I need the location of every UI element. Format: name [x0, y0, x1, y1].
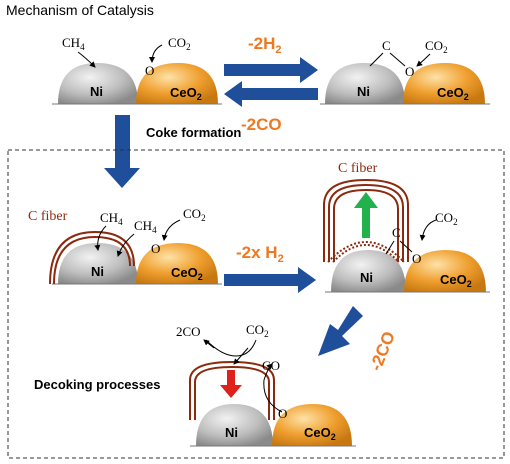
svg-text:CH4: CH4: [62, 35, 85, 52]
ceo2-particle: [136, 63, 218, 104]
green-up-arrow: [354, 192, 378, 238]
catalyst-coke-right: Ni CeO2 C fiber C O CO2: [323, 161, 490, 293]
svg-text:CO2: CO2: [168, 35, 191, 52]
c-label: C: [392, 225, 401, 240]
c-fiber-tube: [323, 178, 409, 262]
ceo2-particle: [272, 404, 352, 446]
ceo2-label: CeO: [171, 265, 198, 280]
decoking-step: -2CO: [318, 306, 399, 373]
equilibrium-arrows: -2H2 -2CO: [224, 34, 318, 134]
ni-label: Ni: [225, 425, 238, 440]
co2-label: CO: [246, 322, 264, 337]
co2-label: CO: [183, 206, 201, 221]
ceo2-label: CeO: [440, 272, 467, 287]
coke-region-box: [7, 149, 505, 459]
svg-text:CeO2: CeO2: [437, 85, 469, 102]
o-label: O: [145, 63, 154, 78]
ceo2-label: CeO: [304, 425, 331, 440]
catalyst-top-left: Ni CeO2 CH4 CO2 O: [52, 35, 222, 105]
forward-arrow: [224, 57, 318, 83]
minus-2h2-subscript: 2: [275, 44, 281, 56]
o-label: O: [151, 241, 160, 256]
minus-2x-h2-subscript: 2: [278, 253, 284, 265]
ni-label: Ni: [90, 84, 103, 99]
o-label: O: [412, 251, 421, 266]
svg-text:CeO2: CeO2: [171, 265, 203, 282]
svg-text:-2H2: -2H2: [248, 34, 282, 56]
diagonal-arrow: [318, 306, 363, 356]
svg-text:CO2: CO2: [435, 210, 458, 227]
svg-text:CeO2: CeO2: [440, 272, 472, 289]
ni-label: Ni: [357, 84, 370, 99]
ceo2-particle: [404, 250, 486, 292]
ch4-label: CH: [62, 35, 80, 50]
minus-2x-h2-label: -2x H: [236, 243, 278, 262]
o-label: O: [405, 64, 414, 79]
c-fiber-layer: [49, 230, 135, 285]
ceo2-label: CeO: [437, 85, 464, 100]
svg-text:CeO2: CeO2: [170, 85, 202, 102]
minus-2h2-label: -2H: [248, 34, 275, 53]
hydrogen-release-step: -2x H2: [224, 243, 316, 293]
ni-particle: [331, 250, 406, 292]
coke-formation-step: Coke formation: [104, 115, 241, 188]
ni-particle: [196, 404, 273, 446]
ch4-label-2: CH: [134, 218, 152, 233]
diagram-title: Mechanism of Catalysis: [6, 2, 154, 18]
catalyst-decoking: Ni CeO2 2CO CO2 CO O: [176, 322, 356, 447]
catalyst-coke-left: Ni CeO2 C fiber CH4 CH4 CO2 O: [28, 206, 222, 285]
svg-text:-2x H2: -2x H2: [236, 243, 284, 265]
co2-subscript: 2: [186, 42, 191, 52]
catalyst-top-right: Ni CeO2 C O CO2: [320, 38, 490, 105]
co2-label: CO: [435, 210, 453, 225]
svg-text:CO2: CO2: [246, 322, 269, 339]
svg-text:CH4: CH4: [134, 218, 157, 235]
c-fiber-label: C fiber: [28, 209, 68, 224]
minus-2co-diagonal-label: -2CO: [366, 329, 399, 374]
two-co-label: 2CO: [176, 324, 201, 339]
svg-text:CH4: CH4: [100, 210, 123, 227]
svg-text:CO2: CO2: [183, 206, 206, 223]
o-label: O: [278, 406, 287, 421]
right-arrow: [224, 267, 316, 293]
decoking-processes-label: Decoking processes: [34, 377, 160, 392]
co2-label: CO: [168, 35, 186, 50]
ch4-label: CH: [100, 210, 118, 225]
ni-label: Ni: [91, 264, 104, 279]
down-arrow: [104, 115, 140, 188]
red-down-arrow: [220, 370, 242, 398]
c-label: C: [382, 38, 391, 53]
ceo2-label: CeO: [170, 85, 197, 100]
c-fiber-label: C fiber: [338, 161, 378, 176]
ni-label: Ni: [360, 270, 373, 285]
minus-2co-label: -2CO: [241, 115, 282, 134]
ceo2-particle: [136, 243, 218, 284]
coke-formation-label: Coke formation: [146, 125, 241, 140]
ceo2-subscript: 2: [197, 92, 202, 102]
svg-text:CO2: CO2: [425, 38, 448, 55]
co2-label: CO: [425, 38, 443, 53]
ni-particle: [58, 63, 138, 104]
svg-text:CeO2: CeO2: [304, 425, 336, 442]
c-fiber-tube: [189, 360, 275, 420]
ni-particle: [325, 63, 405, 104]
ceo2-particle: [403, 63, 485, 104]
ch4-subscript: 4: [80, 42, 85, 52]
reverse-arrow: [224, 81, 318, 107]
